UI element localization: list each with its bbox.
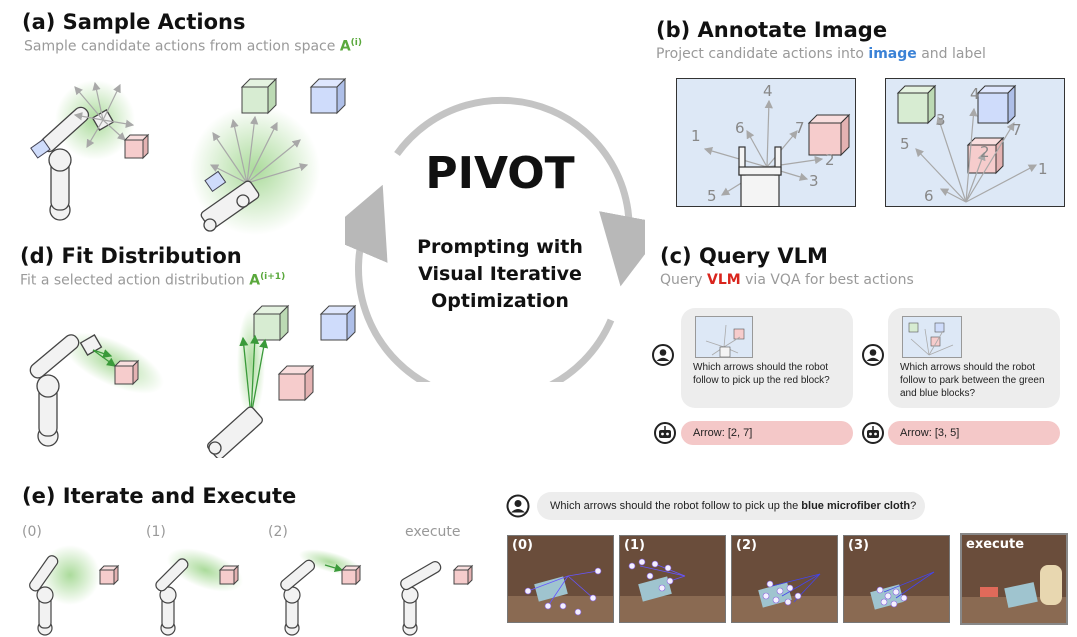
iterate-query: Which arrows should the robot follow to … bbox=[537, 492, 925, 520]
label-2: 2 bbox=[980, 143, 990, 161]
label-2: 2 bbox=[825, 151, 835, 169]
vlm-answer-pick: Arrow: [2, 7] bbox=[681, 421, 853, 445]
label-5: 5 bbox=[707, 187, 717, 205]
iteration-robots-illustration bbox=[29, 545, 474, 636]
query-bubble-pick: Which arrows should the robot follow to … bbox=[681, 308, 853, 408]
section-b-title: (b) Annotate Image bbox=[656, 18, 888, 42]
query-bubble-park: Which arrows should the robot follow to … bbox=[888, 308, 1060, 408]
label-6: 6 bbox=[735, 119, 745, 137]
label-7: 7 bbox=[795, 119, 805, 137]
label-4: 4 bbox=[970, 85, 980, 103]
annotated-panel-park: 1 2 3 4 5 6 7 bbox=[885, 78, 1065, 207]
iteration-photo-3: (3) bbox=[843, 535, 950, 623]
iteration-photo-2: (2) bbox=[731, 535, 838, 623]
step-label: execute bbox=[405, 524, 461, 540]
annotated-panel-pick: 1 2 3 4 5 6 7 bbox=[676, 78, 856, 207]
step-label: (0) bbox=[22, 524, 42, 540]
section-c-title: (c) Query VLM bbox=[660, 244, 828, 268]
query-thumbnail bbox=[902, 316, 962, 358]
section-d-title: (d) Fit Distribution bbox=[20, 244, 242, 268]
section-a-subtitle: Sample candidate actions from action spa… bbox=[24, 38, 362, 55]
user-icon bbox=[652, 344, 674, 366]
vlm-answer-park: Arrow: [3, 5] bbox=[888, 421, 1060, 445]
query-question: Which arrows should the robot follow to … bbox=[900, 362, 1045, 399]
label-5: 5 bbox=[900, 135, 910, 153]
label-1: 1 bbox=[1038, 160, 1048, 178]
fit-distribution-illustration bbox=[29, 304, 357, 458]
label-4: 4 bbox=[763, 82, 773, 100]
user-icon bbox=[862, 344, 884, 366]
query-thumbnail bbox=[695, 316, 753, 358]
label-3: 3 bbox=[936, 111, 946, 129]
label-1: 1 bbox=[691, 127, 701, 145]
label-3: 3 bbox=[809, 172, 819, 190]
sample-actions-illustration bbox=[30, 77, 347, 235]
label-7: 7 bbox=[1012, 121, 1022, 139]
robot-icon bbox=[654, 422, 676, 444]
user-icon bbox=[506, 494, 530, 518]
pivot-title: PIVOT bbox=[425, 148, 575, 199]
robot-icon bbox=[862, 422, 884, 444]
execute-photo: execute bbox=[960, 533, 1068, 625]
section-b-subtitle: Project candidate actions into image and… bbox=[656, 46, 986, 62]
iteration-photo-1: (1) bbox=[619, 535, 726, 623]
label-6: 6 bbox=[924, 187, 934, 205]
section-d-subtitle: Fit a selected action distribution A(i+1… bbox=[20, 272, 286, 289]
step-label: (1) bbox=[146, 524, 166, 540]
section-e-title: (e) Iterate and Execute bbox=[22, 484, 297, 508]
section-a-title: (a) Sample Actions bbox=[22, 10, 246, 34]
step-label: (2) bbox=[268, 524, 288, 540]
iteration-cycle-arrows bbox=[345, 96, 645, 382]
query-question: Which arrows should the robot follow to … bbox=[693, 362, 830, 386]
iteration-photo-0: (0) bbox=[507, 535, 614, 623]
section-c-subtitle: Query VLM via VQA for best actions bbox=[660, 272, 914, 288]
